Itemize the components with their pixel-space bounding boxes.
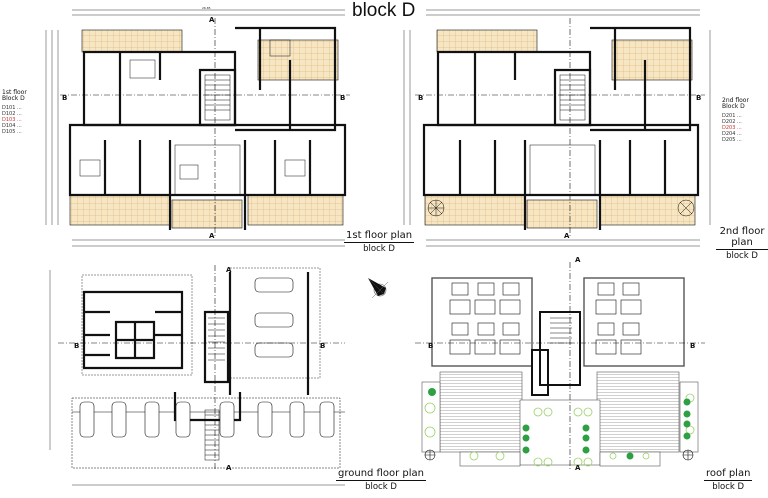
legend-line: D101 ... xyxy=(2,105,22,111)
legend-heading: 1st floor Block D xyxy=(2,89,27,102)
legend-line: D205 ... xyxy=(722,137,742,143)
north-arrow-icon xyxy=(368,278,389,299)
legend-line-highlight: D103 ... xyxy=(2,117,22,123)
first-floor-plan: 26.85 xyxy=(45,6,350,247)
legend-line: D104 ... xyxy=(2,123,22,129)
svg-text:B: B xyxy=(62,94,67,102)
svg-text:A: A xyxy=(226,266,232,274)
svg-text:A: A xyxy=(209,16,215,24)
svg-text:A: A xyxy=(209,232,215,240)
greenery xyxy=(424,393,695,467)
first-floor-legend: 1st floor Block D D101 ... D102 ... D103… xyxy=(2,89,44,136)
first-floor-plan-label: 1st floor plan block D xyxy=(344,230,415,254)
legend-line: D201 ... xyxy=(722,113,742,119)
svg-text:A: A xyxy=(564,232,570,240)
plan-subtitle: block D xyxy=(363,244,395,254)
legend-line: D102 ... xyxy=(2,111,22,117)
svg-text:26.85: 26.85 xyxy=(202,6,211,10)
sheet-title: block D xyxy=(352,0,416,21)
svg-text:B: B xyxy=(696,94,701,102)
svg-text:A: A xyxy=(575,464,581,472)
plan-title: roof plan xyxy=(704,468,753,481)
svg-text:B: B xyxy=(320,342,325,350)
svg-text:A: A xyxy=(226,464,232,472)
roof-plan: B B A A xyxy=(415,256,705,472)
svg-text:A: A xyxy=(575,256,581,264)
legend-line: D105 ... xyxy=(2,129,22,135)
svg-text:B: B xyxy=(690,342,695,350)
ground-floor-plan: B B A A xyxy=(49,265,345,486)
svg-text:B: B xyxy=(74,342,79,350)
legend-line: D202 ... xyxy=(722,119,742,125)
svg-text:B: B xyxy=(428,342,433,350)
ground-floor-plan-label: ground floor plan block D xyxy=(336,468,426,492)
plan-subtitle: block D xyxy=(712,482,745,492)
svg-text:B: B xyxy=(340,94,345,102)
legend-line-highlight: D203 ... xyxy=(722,125,742,131)
roof-plan-label: roof plan block D xyxy=(704,468,753,492)
plan-title: 2nd floor plan xyxy=(716,226,768,250)
second-floor-plan-label: 2nd floor plan block D xyxy=(716,226,768,261)
plan-subtitle: block D xyxy=(365,482,397,492)
plan-title: ground floor plan xyxy=(336,468,426,481)
plan-title: 1st floor plan xyxy=(344,230,415,243)
plan-subtitle: block D xyxy=(726,251,758,261)
svg-text:B: B xyxy=(418,94,423,102)
legend-line: D204 ... xyxy=(722,131,742,137)
second-floor-plan: B B A xyxy=(403,9,711,247)
second-floor-legend: 2nd floor Block D D201 ... D202 ... D203… xyxy=(722,97,766,144)
legend-heading: 2nd floor Block D xyxy=(722,97,749,110)
